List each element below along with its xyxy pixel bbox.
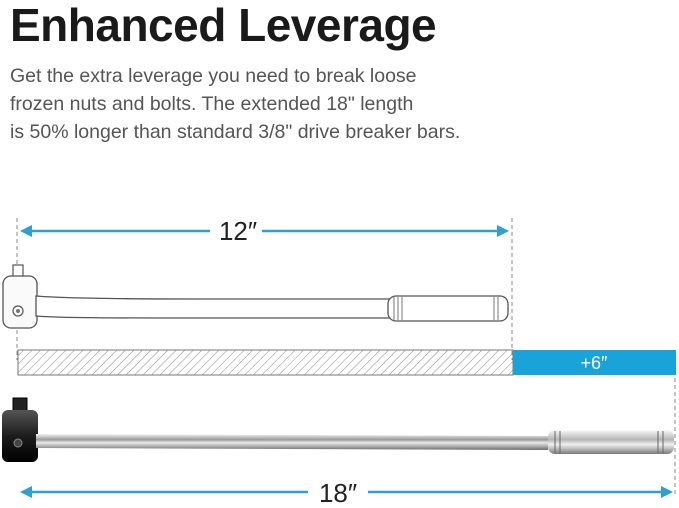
page-title: Enhanced Leverage xyxy=(10,0,437,51)
extra-length-label: +6″ xyxy=(581,353,609,373)
dimension-label-12in: 12″ xyxy=(219,216,257,246)
description-line-1: Get the extra leverage you need to break… xyxy=(10,65,417,87)
arrowhead-right-icon xyxy=(497,225,509,237)
dimension-18in: 18″ xyxy=(20,478,673,508)
breaker-bar-18in-image xyxy=(2,397,674,462)
extra-length-segment xyxy=(513,350,676,375)
description-line-3: is 50% longer than standard 3/8" drive b… xyxy=(10,121,461,143)
breaker-bar-12in-image xyxy=(2,264,509,329)
hatched-12in-segment xyxy=(17,349,514,376)
description: Get the extra leverage you need to break… xyxy=(10,62,670,146)
arrowhead-right-icon xyxy=(661,486,673,498)
length-comparison-bar: +6″ xyxy=(17,349,676,376)
description-line-2: frozen nuts and bolts. The extended 18" … xyxy=(10,93,414,115)
arrowhead-left-icon xyxy=(20,225,32,237)
dimension-label-18in: 18″ xyxy=(319,478,357,508)
arrowhead-left-icon xyxy=(20,486,32,498)
dimension-12in: 12″ xyxy=(20,216,509,246)
